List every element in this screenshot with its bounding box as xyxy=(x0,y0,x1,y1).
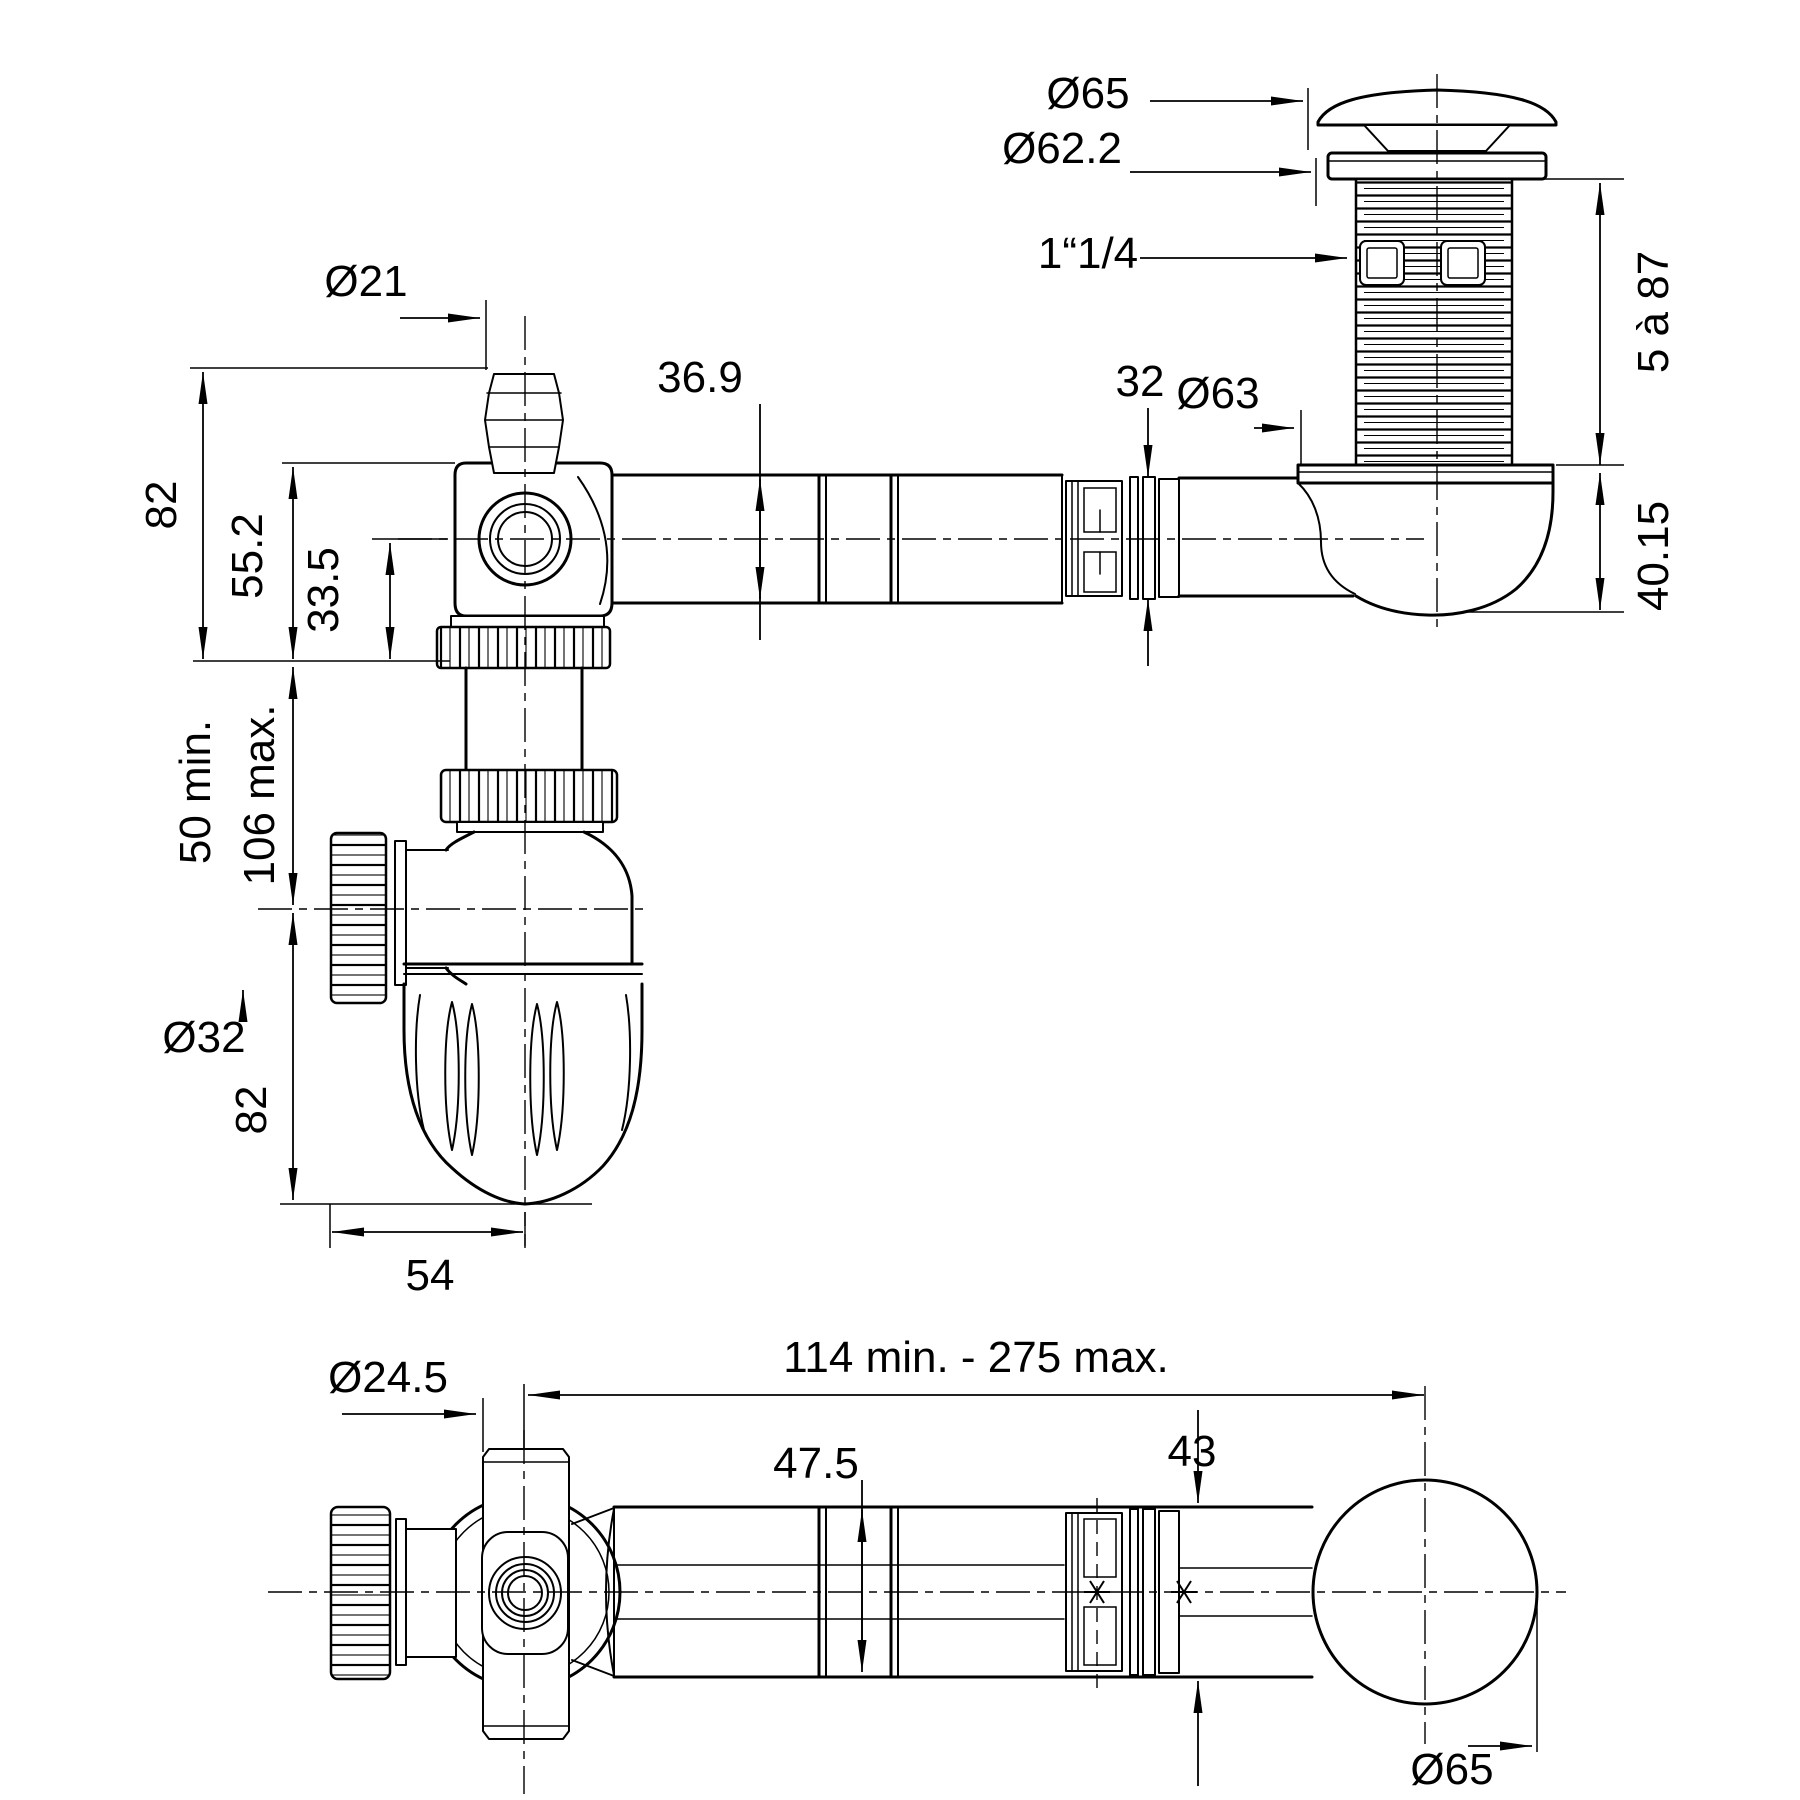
dim-side-outlet-od-label: Ø32 xyxy=(162,1013,245,1062)
tee-socket-curve xyxy=(577,476,609,605)
overflow-hole xyxy=(1359,240,1405,286)
cup-rib xyxy=(464,1003,480,1156)
boss-housing xyxy=(481,1531,569,1655)
nut-flange xyxy=(450,615,605,628)
tee-fitting-plan xyxy=(329,1448,622,1740)
side-knurled-nut-plan xyxy=(329,1505,392,1681)
nut-flange xyxy=(456,821,604,833)
elbow-inner-wall xyxy=(1297,482,1356,595)
popup-drain-elevation xyxy=(1296,88,1558,617)
bottle-trap-elevation xyxy=(329,615,644,1206)
elevation-view: Ø65 Ø62.2 1“1/4 5 à 87 40.15 Ø21 36.9 32… xyxy=(137,69,1678,1300)
cup-rib-edge xyxy=(414,994,425,1131)
side-knurled-nut xyxy=(329,831,388,1005)
tee-fitting-elevation xyxy=(453,373,614,618)
dim-trap-offset-label: 54 xyxy=(406,1251,455,1300)
dim-plan-barb-od-label: Ø24.5 xyxy=(328,1353,448,1402)
dim-pipe-od-label: 36.9 xyxy=(657,353,743,402)
elbow-body xyxy=(1354,481,1555,617)
dim-plan-drain-od-label: Ø65 xyxy=(1410,1745,1493,1794)
drain-threaded-body xyxy=(1354,177,1514,467)
drain-lock-flange xyxy=(1296,463,1555,485)
dim-barb-od-label: Ø21 xyxy=(324,257,407,306)
dim-adjust-max-label: 106 max. xyxy=(235,705,284,886)
dim-trap-depth-label: 82 xyxy=(227,1086,276,1135)
side-spacer xyxy=(405,1528,457,1658)
dim-connector-od-label: 32 xyxy=(1116,357,1165,406)
dim-adjust-min-label: 50 min. xyxy=(171,720,220,864)
dim-plan-connector-od-label: 43 xyxy=(1168,1427,1217,1476)
horizontal-pipe-elevation xyxy=(610,473,1355,605)
overflow-hole xyxy=(1440,240,1486,286)
knurled-nut-lower xyxy=(439,768,619,824)
dim-thread-size-label: 1“1/4 xyxy=(1038,229,1138,278)
cup-rib xyxy=(529,1003,545,1156)
seal-ring xyxy=(1158,478,1180,598)
dim-elbow-flange-od-label: Ø63 xyxy=(1176,369,1259,418)
trap-shoulder-right xyxy=(582,830,634,966)
trap-cup xyxy=(402,982,644,1206)
dim-plan-pipe-od-label: 47.5 xyxy=(773,1439,859,1488)
cup-rib xyxy=(444,1001,460,1151)
trap-shoulder-left-low xyxy=(444,966,468,986)
dim-flange-od-label: Ø62.2 xyxy=(1002,124,1122,173)
trap-shoulder-left xyxy=(444,830,476,852)
dim-height-pipe-top-label: 55.2 xyxy=(223,513,272,599)
dim-length-range-label: 114 min. - 275 max. xyxy=(783,1333,1169,1382)
dim-height-axis-label: 33.5 xyxy=(299,547,348,633)
cup-rib xyxy=(549,1001,565,1151)
knurled-nut-upper xyxy=(435,625,612,670)
dim-height-total-label: 82 xyxy=(137,481,186,530)
plan-view: 114 min. - 275 max. Ø24.5 47.5 43 Ø65 xyxy=(268,1333,1566,1794)
seal-ring xyxy=(1129,476,1139,600)
hose-barb xyxy=(484,373,564,474)
seal-ring xyxy=(1142,476,1156,600)
dim-clamp-range-label: 5 à 87 xyxy=(1629,251,1678,373)
inlet-bore xyxy=(488,1556,562,1630)
dim-below-deck-label: 40.15 xyxy=(1629,501,1678,611)
side-washer xyxy=(394,840,407,986)
dim-cap-od-label: Ø65 xyxy=(1046,69,1129,118)
cup-rib-edge xyxy=(621,994,632,1131)
